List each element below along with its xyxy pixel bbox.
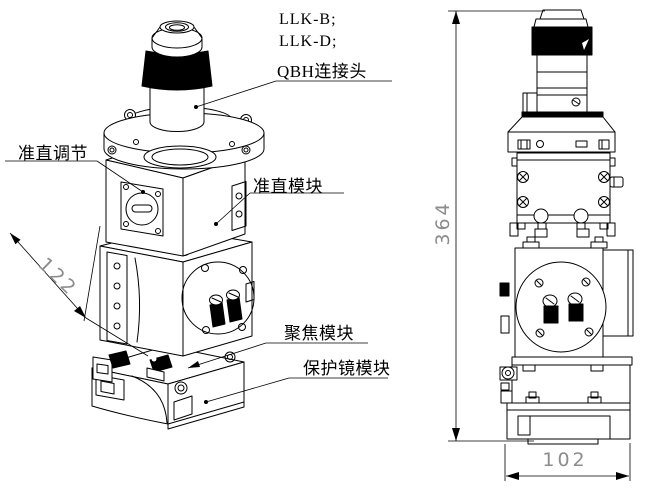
callout-leaders — [5, 80, 392, 404]
focus-module-iso — [99, 227, 255, 357]
collimation-adjust-leader — [5, 160, 145, 194]
collimation-module-front — [509, 152, 624, 249]
front-view — [499, 9, 634, 445]
focus-module-front — [499, 247, 634, 359]
qbh-cylinder-iso — [149, 85, 205, 132]
collimation-adjust-label: 准直调节 — [18, 144, 88, 163]
qbh-connector-front — [507, 9, 616, 153]
qbh-leader — [194, 80, 392, 109]
qbh-cap-iso — [151, 20, 203, 58]
focus-module-label: 聚焦模块 — [284, 324, 354, 343]
collimation-module-leader — [214, 192, 344, 226]
dim-102-lines — [504, 443, 631, 481]
collimation-module-iso — [105, 137, 247, 257]
protective-module-leader — [204, 377, 388, 404]
dimension-364: 364 — [432, 200, 454, 246]
collimation-module-label: 准直模块 — [253, 177, 323, 196]
dim-122-lines — [9, 225, 149, 357]
focus-module-leader — [187, 342, 368, 369]
base-clamps-iso — [92, 350, 173, 383]
isometric-view — [91, 20, 265, 430]
dimension-lines — [9, 10, 631, 481]
qbh-connector-label: QBH连接头 — [277, 62, 367, 81]
dimension-102: 102 — [542, 449, 588, 471]
dim-364-lines — [448, 10, 545, 442]
model-label-llk-b: LLK-B; — [279, 11, 337, 28]
protective-lens-front — [499, 356, 633, 445]
protective-lens-module-label: 保护镜模块 — [303, 359, 391, 378]
model-label-llk-d: LLK-D; — [279, 33, 338, 50]
